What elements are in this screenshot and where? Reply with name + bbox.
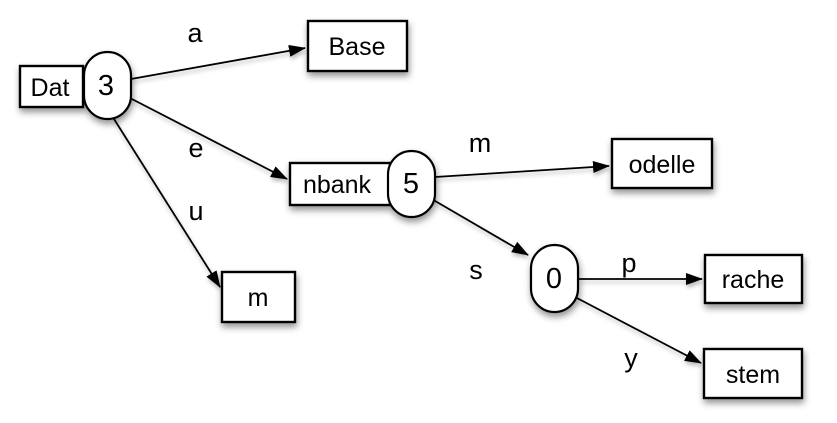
node-m: m xyxy=(220,270,297,324)
node-stem: stem xyxy=(702,347,804,400)
node-nbank-count-bubble xyxy=(386,149,437,219)
edge-label-m: m xyxy=(469,128,492,158)
node-zero-count-bubble xyxy=(529,243,580,314)
node-rache: rache xyxy=(703,253,804,305)
edge-dat-base xyxy=(130,44,306,80)
edge-label-s: s xyxy=(469,255,483,285)
node-stem-box xyxy=(702,347,804,400)
node-nbank-count: 5 xyxy=(403,168,419,200)
edge-label-u: u xyxy=(188,196,203,226)
node-base-box xyxy=(306,19,409,73)
edge-label-e: e xyxy=(188,133,203,163)
edges-layer xyxy=(113,44,703,364)
node-stem-label: stem xyxy=(726,361,780,389)
node-dat-box xyxy=(18,64,85,109)
node-nbank: nbank 5 xyxy=(288,149,437,219)
node-zero: 0 xyxy=(529,243,580,314)
node-rache-box xyxy=(703,253,804,305)
node-dat: Dat 3 xyxy=(18,50,133,121)
edge-label-a: a xyxy=(187,18,203,48)
edge-dat-nbank xyxy=(127,96,288,180)
edge-nbank-zero xyxy=(429,197,529,256)
node-nbank-label: nbank xyxy=(303,171,372,199)
edge-dat-m xyxy=(113,118,221,288)
node-dat-count: 3 xyxy=(98,70,114,102)
edge-label-p: p xyxy=(621,248,636,278)
edge-zero-stem xyxy=(574,296,702,364)
node-m-label: m xyxy=(248,284,269,312)
node-dat-label: Dat xyxy=(31,74,70,102)
node-nbank-box xyxy=(288,161,392,207)
node-rache-label: rache xyxy=(722,266,785,294)
node-base-label: Base xyxy=(329,33,386,61)
node-dat-count-bubble xyxy=(82,50,133,121)
node-odelle-box xyxy=(610,137,714,190)
node-base: Base xyxy=(306,19,409,73)
node-m-box xyxy=(220,270,297,324)
node-zero-count: 0 xyxy=(546,263,562,295)
edge-nbank-odelle xyxy=(434,161,610,178)
edge-label-y: y xyxy=(624,343,638,373)
node-odelle: odelle xyxy=(610,137,714,190)
edge-labels-layer: a e u m s p y xyxy=(187,18,638,373)
node-odelle-label: odelle xyxy=(629,151,696,179)
